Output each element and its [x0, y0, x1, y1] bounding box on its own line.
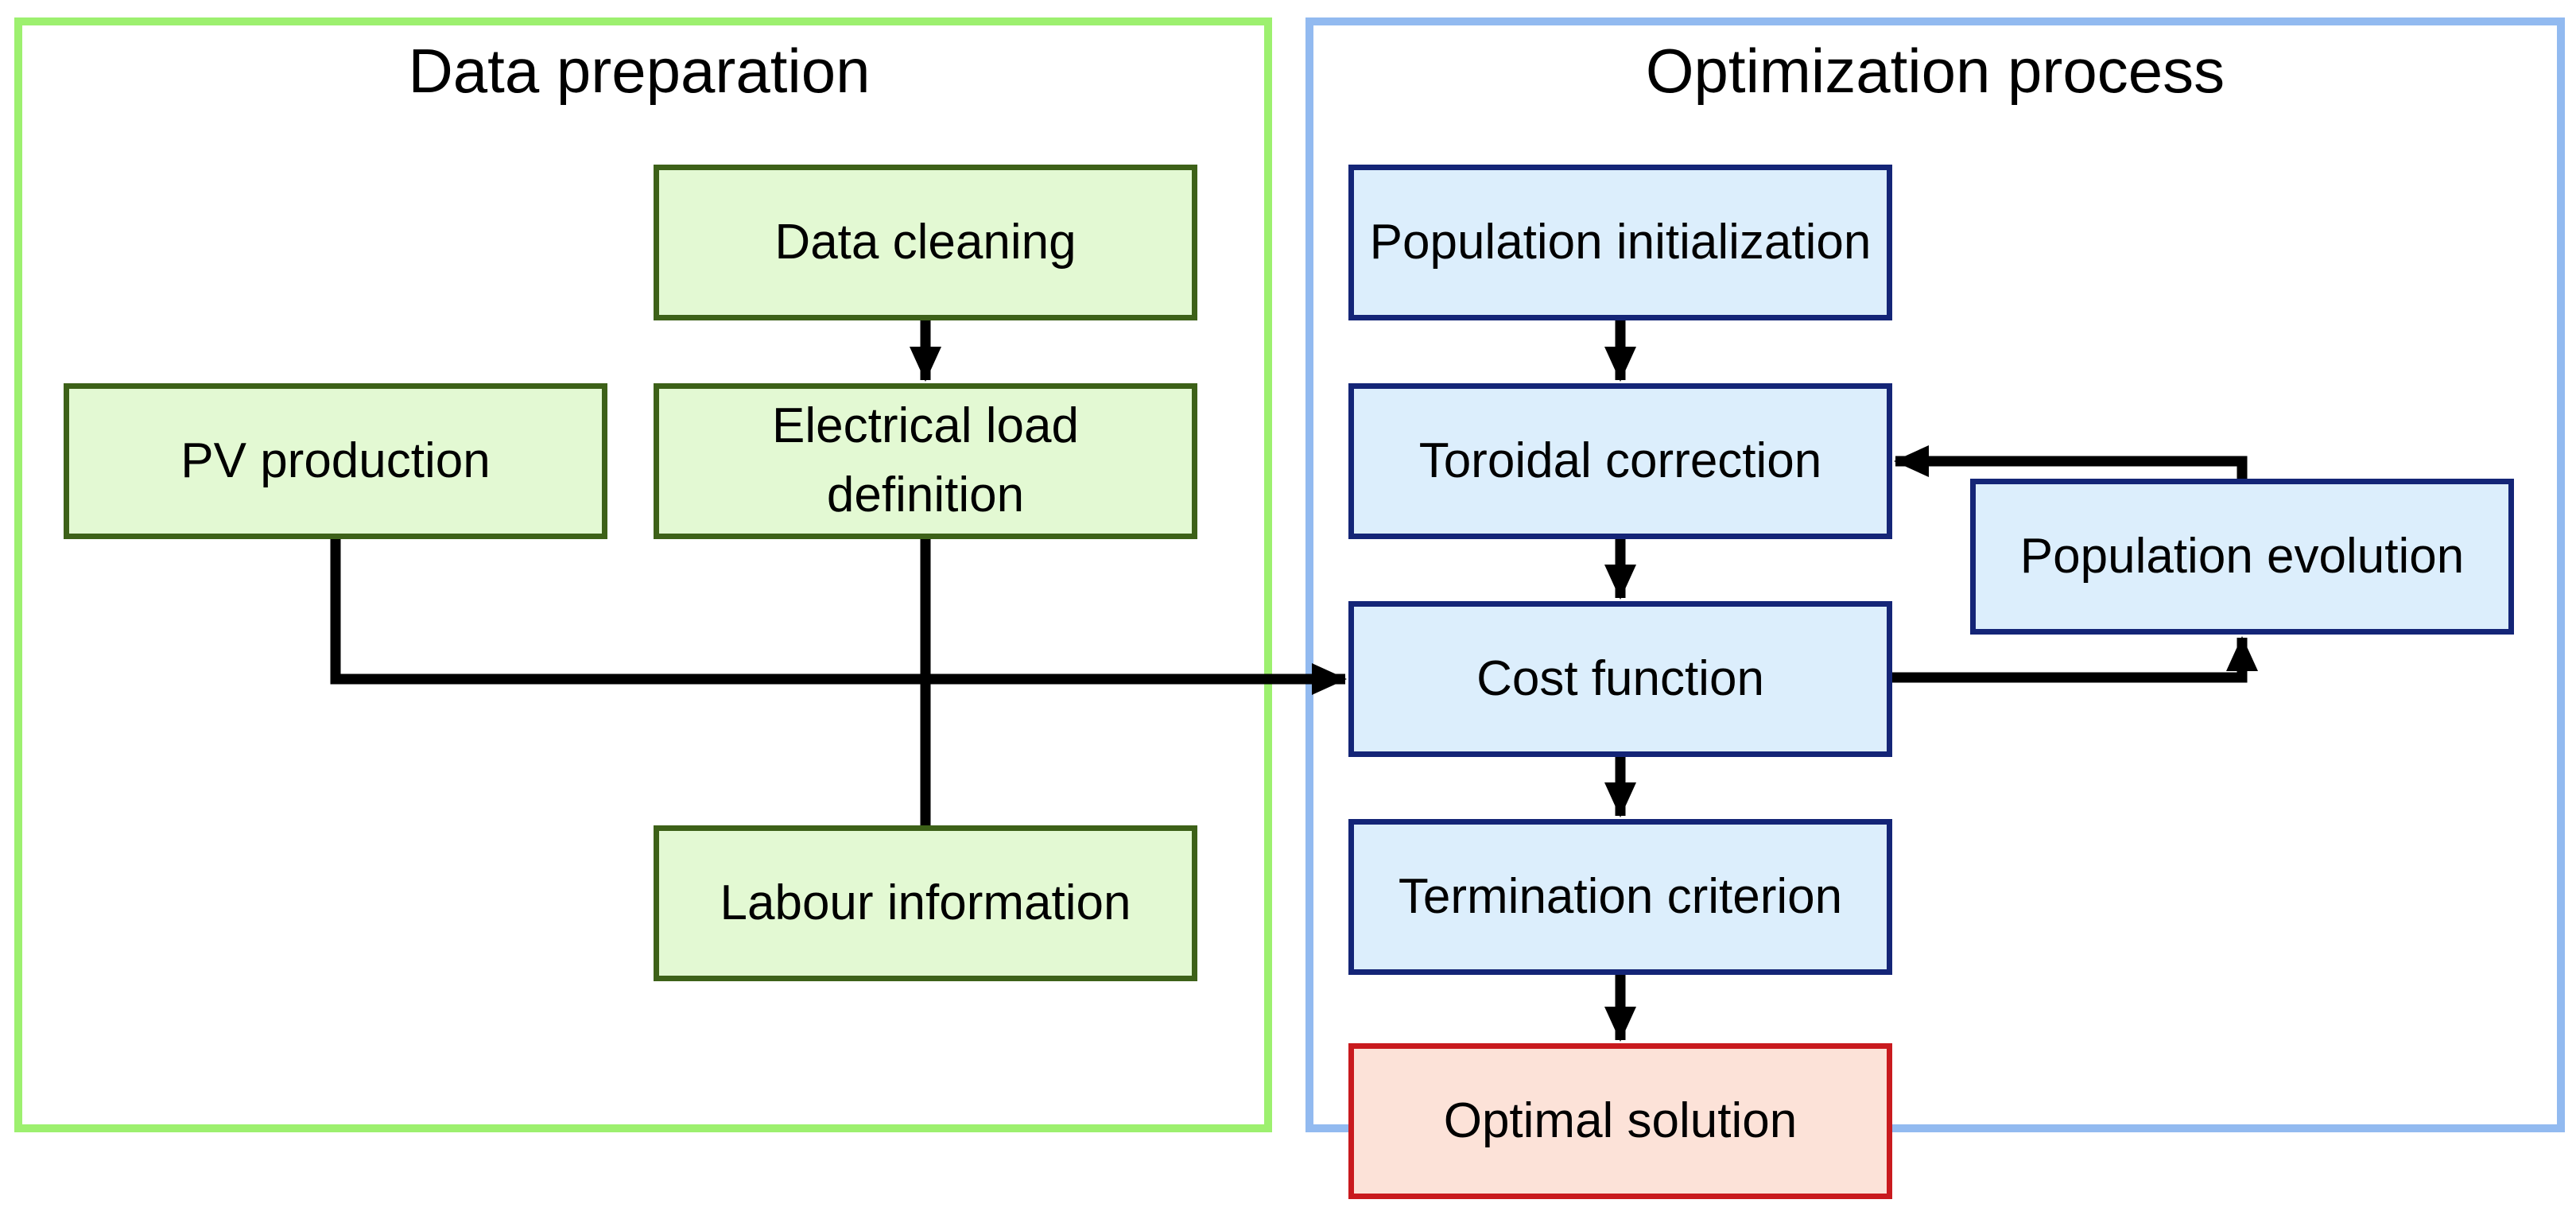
optimal-solution-box: Optimal solution [1348, 1043, 1892, 1199]
termination-criterion-label: Termination criterion [1398, 868, 1843, 924]
population-evolution-label: Population evolution [2019, 528, 2465, 584]
toroidal-correction-label: Toroidal correction [1418, 433, 1822, 488]
optimization-process-title: Optimization process [1645, 36, 2225, 106]
optimal-solution-label: Optimal solution [1443, 1093, 1798, 1148]
connector-population-evolution-to-toroidal [1894, 445, 2248, 479]
cost-function-box: Cost function [1348, 601, 1892, 757]
pv-production-box: PV production [64, 383, 607, 539]
data-cleaning-label: Data cleaning [774, 214, 1077, 270]
population-evolution-box: Population evolution [1970, 479, 2514, 635]
pv-production-label: PV production [180, 433, 491, 488]
optimization-process-panel [1305, 17, 2565, 1132]
termination-criterion-box: Termination criterion [1348, 819, 1892, 975]
population-initialization-label: Population initialization [1369, 214, 1872, 270]
electrical-load-definition-box: Electrical load definition [654, 383, 1197, 539]
toroidal-correction-box: Toroidal correction [1348, 383, 1892, 539]
labour-information-label: Labour information [720, 875, 1131, 930]
cost-function-label: Cost function [1476, 650, 1764, 706]
connector-pv-production-to-cost-function [330, 539, 1347, 695]
population-initialization-box: Population initialization [1348, 165, 1892, 320]
data-preparation-panel [14, 17, 1272, 1132]
data-cleaning-box: Data cleaning [654, 165, 1197, 320]
connector-cost-function-to-population-evolution [1892, 636, 2258, 683]
electrical-load-definition-label: Electrical load definition [772, 398, 1079, 522]
data-preparation-title: Data preparation [408, 36, 871, 106]
labour-information-box: Labour information [654, 825, 1197, 981]
